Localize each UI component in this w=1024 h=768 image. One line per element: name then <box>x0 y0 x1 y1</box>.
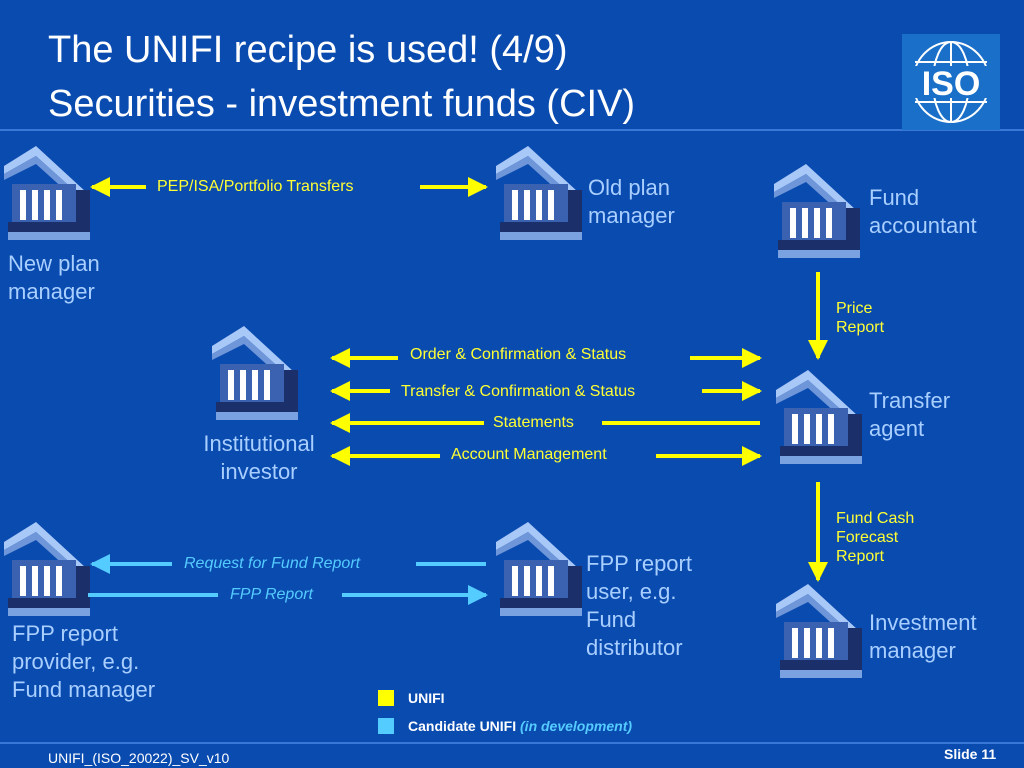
investment-manager-bank-icon <box>776 584 862 678</box>
slide-number: Slide 11 <box>944 746 997 762</box>
footer-divider <box>0 742 1024 744</box>
fund-accountant-label: Fund accountant <box>869 185 977 238</box>
order-confirmation-flow-label: Order & Confirmation & Status <box>410 346 627 363</box>
fund-accountant-bank-icon <box>774 164 860 258</box>
institutional-investor-bank-icon <box>212 326 298 420</box>
legend-unifi-label: UNIFI <box>408 690 445 706</box>
iso-globe-logo-icon: ISO <box>902 34 1000 130</box>
document-id-footer: UNIFI_(ISO_20022)_SV_v10 <box>48 750 230 766</box>
iso-logo-text: ISO <box>922 65 981 103</box>
legend-candidate-swatch <box>378 718 394 734</box>
transfer-agent-label: Transfer agent <box>869 388 951 441</box>
transfer-confirmation-flow-label: Transfer & Confirmation & Status <box>401 383 636 400</box>
new-plan-manager-bank-icon <box>4 146 90 240</box>
fpp-report-flow-label: FPP Report <box>230 586 313 603</box>
price-report-flow-label: Price Report <box>836 300 885 336</box>
slide-title-line-1: The UNIFI recipe is used! (4/9) <box>48 29 568 71</box>
investment-manager-label: Investment manager <box>869 610 977 663</box>
pep-transfers-flow-label: PEP/ISA/Portfolio Transfers <box>157 178 354 195</box>
new-plan-manager-label: New plan manager <box>8 251 100 304</box>
fpp-report-user-label: FPP report user, e.g. Fund distributor <box>586 551 692 660</box>
request-fund-report-flow-label: Request for Fund Report <box>184 555 361 572</box>
old-plan-manager-label: Old plan manager <box>588 175 675 228</box>
transfer-agent-bank-icon <box>776 370 862 464</box>
slide-title-line-2: Securities - investment funds (CIV) <box>48 83 636 125</box>
old-plan-manager-bank-icon <box>496 146 582 240</box>
institutional-investor-label: Institutional investor <box>203 431 315 484</box>
legend-unifi-swatch <box>378 690 394 706</box>
legend-candidate-note: (in development) <box>520 718 633 734</box>
fund-cash-forecast-flow-label: Fund Cash Forecast Report <box>836 510 915 565</box>
legend-candidate-label: Candidate UNIFI <box>408 718 517 734</box>
legend-candidate-row: Candidate UNIFI (in development) <box>408 718 632 734</box>
fpp-report-provider-bank-icon <box>4 522 90 616</box>
fpp-report-user-bank-icon <box>496 522 582 616</box>
title-divider <box>0 129 1024 131</box>
statements-flow-label: Statements <box>493 414 574 431</box>
account-management-flow-label: Account Management <box>451 446 607 463</box>
fpp-report-provider-label: FPP report provider, e.g. Fund manager <box>12 621 156 702</box>
